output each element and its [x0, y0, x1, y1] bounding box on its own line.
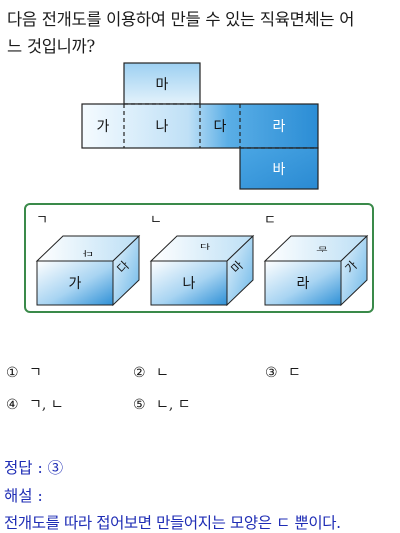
cube-3-top: 마 [314, 246, 327, 253]
question-text: 다음 전개도를 이용하여 만들 수 있는 직육면체는 어 느 것입니까? [7, 6, 397, 60]
option-3[interactable]: ③ ㄷ [265, 362, 301, 382]
cube-label-giyeok: ㄱ [36, 213, 48, 228]
option-4-num: ④ [6, 397, 19, 413]
option-2-text: ㄴ [156, 365, 169, 381]
net-diagram: 마 가 나 다 라 바 [81, 62, 319, 190]
cube-label-digeut: ㄷ [264, 213, 276, 228]
question-line-1: 다음 전개도를 이용하여 만들 수 있는 직육면체는 어 [7, 10, 355, 29]
net-label-ma: 마 [156, 77, 169, 93]
cube-2: 나 마 다 [149, 234, 255, 307]
cube-options: ㄱ ㄴ ㄷ 가 다 다 나 마 다 라 가 마 [35, 213, 369, 307]
net-label-ra: 라 [273, 119, 286, 135]
cube-1-front: 가 [69, 276, 82, 292]
option-4[interactable]: ④ ㄱ, ㄴ [6, 394, 64, 414]
option-3-text: ㄷ [288, 365, 301, 381]
net-face-top [123, 62, 201, 105]
explanation-text: 전개도를 따라 접어보면 만들어지는 모양은 ㄷ 뿐이다. [4, 514, 341, 532]
option-1[interactable]: ① ㄱ [6, 362, 42, 382]
cube-2-top: 다 [200, 243, 211, 251]
cube-1: 가 다 다 [35, 234, 141, 307]
net-face-bottom [239, 147, 319, 190]
cube-label-nieun: ㄴ [150, 213, 162, 228]
cube-3-front: 라 [297, 276, 310, 292]
option-2-num: ② [133, 365, 146, 381]
net-label-ga: 가 [97, 119, 110, 135]
net-label-na: 나 [156, 119, 169, 135]
option-4-text: ㄱ, ㄴ [29, 397, 64, 413]
net-label-da: 다 [214, 119, 227, 135]
option-2[interactable]: ② ㄴ [133, 362, 169, 382]
cube-1-top: 다 [82, 249, 93, 257]
option-1-text: ㄱ [29, 365, 42, 381]
option-5-num: ⑤ [133, 397, 146, 413]
option-3-num: ③ [265, 365, 278, 381]
question-line-2: 느 것입니까? [7, 37, 95, 56]
option-1-num: ① [6, 365, 19, 381]
option-5-text: ㄴ, ㄷ [156, 397, 191, 413]
explanation-label: 해설 : [4, 487, 43, 505]
net-label-ba: 바 [273, 162, 286, 178]
cube-3: 라 가 마 [263, 234, 369, 307]
cube-options-box [24, 203, 374, 313]
cube-2-front: 나 [183, 276, 196, 292]
option-5[interactable]: ⑤ ㄴ, ㄷ [133, 394, 191, 414]
answer-label: 정답 : ③ [4, 459, 64, 477]
